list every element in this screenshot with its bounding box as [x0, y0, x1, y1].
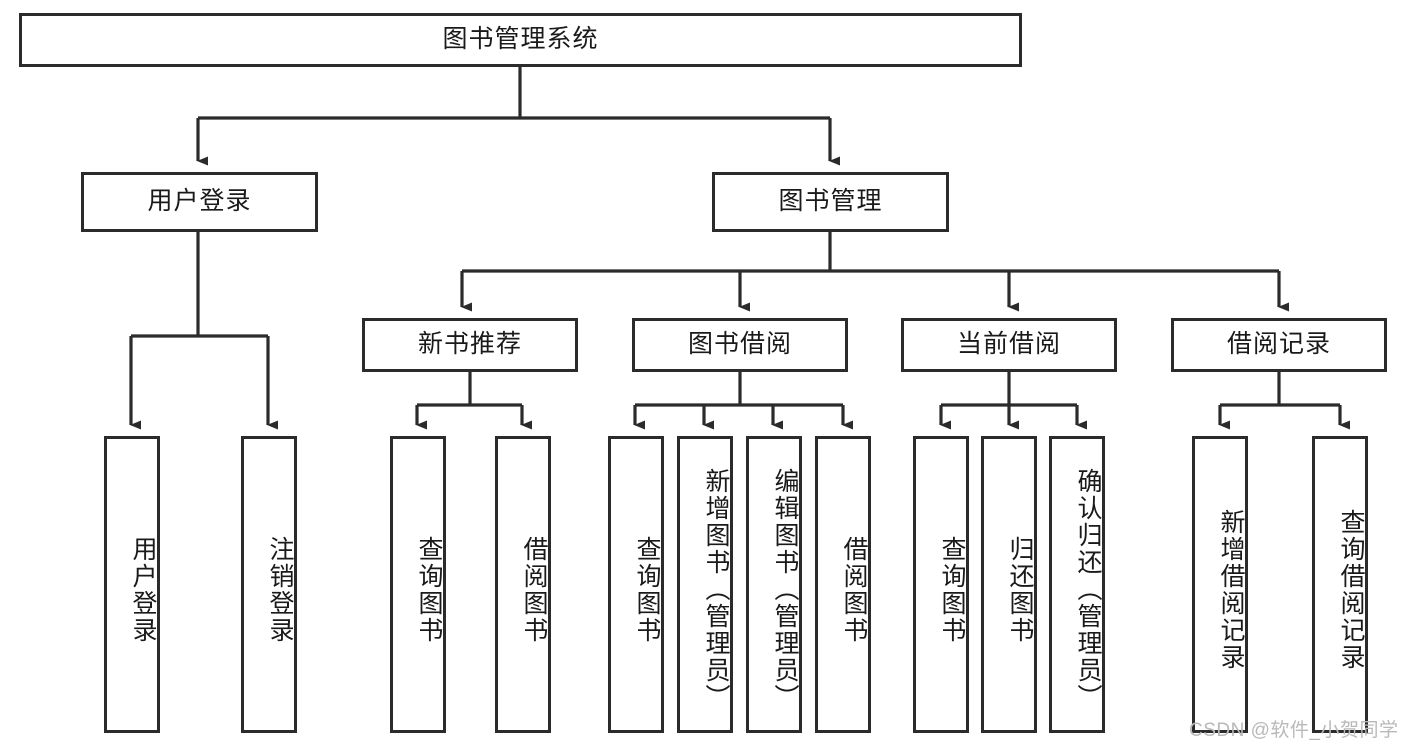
node-new-book-recommend-label: 新书推荐 [417, 330, 522, 359]
leaf-user-login-logout[interactable]: 注销登录 [241, 436, 297, 733]
leaf-borrow-record-add-record[interactable]: 新增借阅记录 [1192, 436, 1248, 733]
leaf-current-borrow-query-book[interactable]: 查询图书 [913, 436, 969, 733]
leaf-label: 确认归还（管理员） [1074, 468, 1102, 711]
leaf-user-login-login[interactable]: 用户登录 [104, 436, 160, 733]
leaf-book-borrow-add-book-admin[interactable]: 新增图书（管理员） [677, 436, 733, 733]
leaf-label: 查询图书 [633, 535, 661, 644]
leaf-label: 查询图书 [415, 535, 443, 644]
leaf-current-borrow-confirm-return-admin[interactable]: 确认归还（管理员） [1049, 436, 1105, 733]
node-user-login-label: 用户登录 [147, 187, 252, 216]
leaf-label: 借阅图书 [520, 535, 548, 644]
leaf-label: 新增借阅记录 [1217, 508, 1245, 671]
leaf-label: 编辑图书（管理员） [771, 468, 799, 711]
node-book-management[interactable]: 图书管理 [712, 172, 949, 232]
node-current-borrow[interactable]: 当前借阅 [901, 318, 1117, 372]
node-root-book-management-system[interactable]: 图书管理系统 [19, 13, 1022, 67]
leaf-label: 新增图书（管理员） [702, 468, 730, 711]
leaf-new-book-query-book[interactable]: 查询图书 [390, 436, 446, 733]
leaf-label: 查询借阅记录 [1337, 508, 1365, 671]
leaf-new-book-borrow-book[interactable]: 借阅图书 [495, 436, 551, 733]
leaf-label: 归还图书 [1006, 535, 1034, 644]
leaf-label: 用户登录 [129, 535, 157, 644]
node-borrow-record-label: 借阅记录 [1226, 330, 1331, 359]
leaf-label: 查询图书 [938, 535, 966, 644]
leaf-book-borrow-query-book[interactable]: 查询图书 [608, 436, 664, 733]
node-root-label: 图书管理系统 [442, 25, 599, 54]
node-new-book-recommend[interactable]: 新书推荐 [362, 318, 578, 372]
leaf-label: 注销登录 [266, 535, 294, 644]
node-borrow-record[interactable]: 借阅记录 [1171, 318, 1387, 372]
leaf-label: 借阅图书 [840, 535, 868, 644]
leaf-borrow-record-query-record[interactable]: 查询借阅记录 [1312, 436, 1368, 733]
node-user-login[interactable]: 用户登录 [81, 172, 318, 232]
node-book-borrow-label: 图书借阅 [687, 330, 792, 359]
node-book-management-label: 图书管理 [778, 187, 883, 216]
node-book-borrow[interactable]: 图书借阅 [632, 318, 848, 372]
csdn-watermark: CSDN @软件_小贺同学 [1189, 720, 1399, 741]
leaf-current-borrow-return-book[interactable]: 归还图书 [981, 436, 1037, 733]
leaf-book-borrow-borrow-book[interactable]: 借阅图书 [815, 436, 871, 733]
node-current-borrow-label: 当前借阅 [956, 330, 1061, 359]
leaf-book-borrow-edit-book-admin[interactable]: 编辑图书（管理员） [746, 436, 802, 733]
